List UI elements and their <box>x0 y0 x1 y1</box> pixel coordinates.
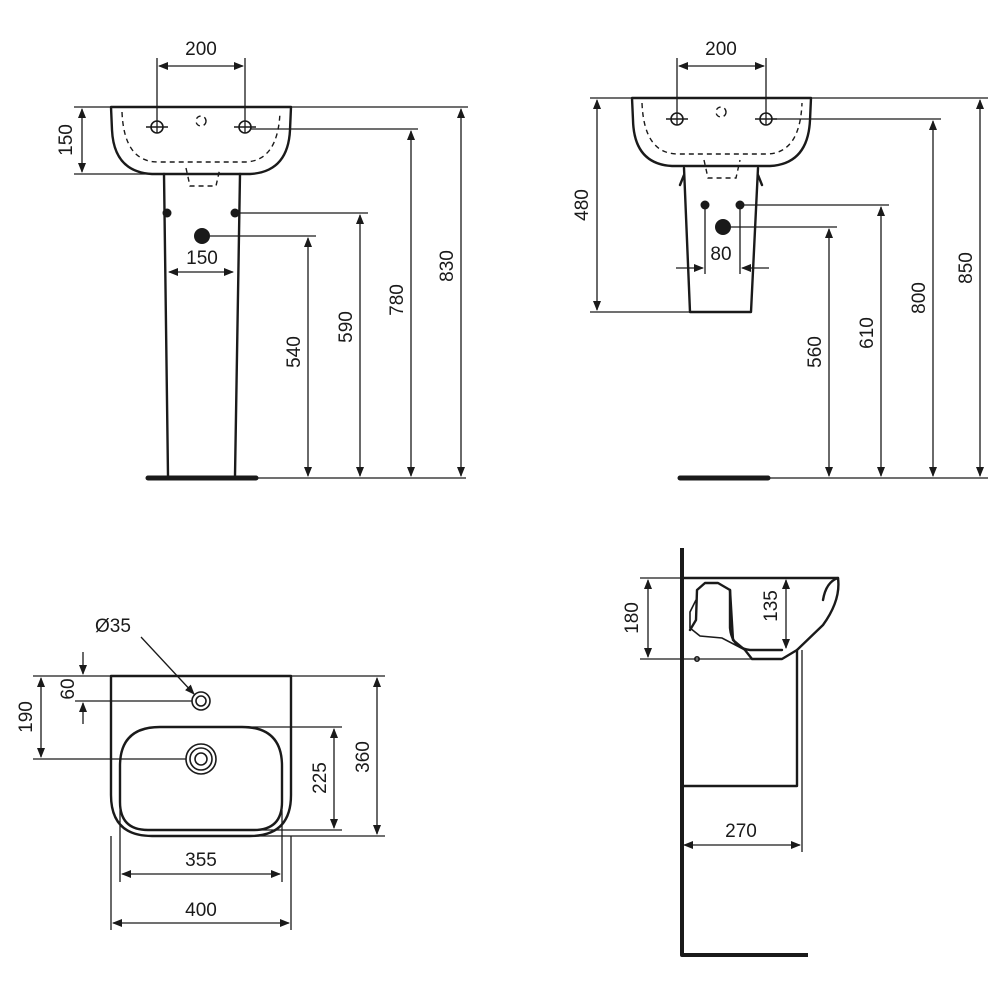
dim-label-waste-offset: 190 <box>16 701 37 733</box>
dim-waste-height: 560 <box>731 226 837 477</box>
dim-tap-height: 780 <box>250 128 418 477</box>
plan-view: Ø35 60 190 225 360 <box>16 616 385 930</box>
dim-label-overall-width: 400 <box>185 900 217 921</box>
dim-label-rim-height: 830 <box>437 250 458 282</box>
dim-label-basin-height: 150 <box>56 124 77 156</box>
waste-outlet <box>715 219 731 235</box>
dim-supply-spacing: 150 <box>168 248 234 276</box>
dim-bowl-depth: 135 <box>761 579 790 649</box>
dim-label-supply-height: 610 <box>857 317 878 349</box>
dim-supply-spacing: 80 <box>676 205 769 274</box>
dim-label-supply-spacing: 80 <box>710 244 731 265</box>
wall-line <box>680 548 808 957</box>
dim-projection: 270 <box>683 650 803 852</box>
dim-label-tap-spacing: 200 <box>705 39 737 60</box>
dim-basin-height: 180 <box>622 577 752 660</box>
dim-label-tap-spacing: 200 <box>185 39 217 60</box>
dim-waste-offset: 190 <box>16 675 186 760</box>
supply-point-left <box>162 208 172 218</box>
dim-overall-width: 400 <box>110 836 292 930</box>
dim-supply-height: 590 <box>239 212 368 477</box>
semi-pedestal-side <box>680 648 799 788</box>
basin-side-profile <box>680 576 840 662</box>
semi-pedestal-front-view: 200 480 80 560 610 <box>572 39 988 481</box>
waste-outlet <box>194 228 210 244</box>
dim-bowl-width: 355 <box>119 810 283 882</box>
dim-label-rim-height: 850 <box>956 252 977 284</box>
dim-waste-height: 540 <box>210 235 316 477</box>
dim-label-tap-hole-offset: 60 <box>58 678 79 699</box>
dim-bowl-depth: 225 <box>242 726 342 831</box>
basin-outline <box>109 105 293 187</box>
waste-outlet <box>185 743 217 775</box>
dim-label-bowl-depth: 225 <box>310 762 331 794</box>
pedestal-front-view: 200 150 150 540 590 780 <box>56 39 468 481</box>
dim-basin-height: 150 <box>56 106 152 175</box>
dim-rim-height: 850 <box>811 97 988 477</box>
dim-label-overall-depth: 360 <box>353 741 374 773</box>
dim-tap-spacing: 200 <box>676 39 767 125</box>
dim-tap-height: 800 <box>771 118 941 477</box>
dim-label-bowl-width: 355 <box>185 850 217 871</box>
supply-point-right <box>230 208 240 218</box>
dim-tap-hole-offset: 60 <box>58 652 192 724</box>
dim-rim-height: 830 <box>291 106 468 477</box>
dim-label-pedestal-drop: 480 <box>572 189 593 221</box>
dim-label-waste-height: 560 <box>805 336 826 368</box>
dim-label-tap-height: 800 <box>909 282 930 314</box>
dim-label-supply-height: 590 <box>336 311 357 343</box>
dim-overall-depth: 360 <box>250 675 385 837</box>
basin-outline <box>630 96 813 179</box>
dim-pedestal-drop: 480 <box>572 97 690 313</box>
pedestal <box>145 172 259 481</box>
tap-hole <box>191 691 211 711</box>
side-view: 180 135 270 <box>622 548 840 957</box>
dim-label-bowl-depth: 135 <box>761 590 782 622</box>
semi-pedestal <box>678 166 764 314</box>
dim-label-supply-spacing: 150 <box>186 248 218 269</box>
dim-supply-height: 610 <box>744 204 889 477</box>
dim-label-waste-height: 540 <box>284 336 305 368</box>
dim-label-basin-height: 180 <box>622 602 643 634</box>
dim-tap-hole-diameter: Ø35 <box>95 616 195 695</box>
dim-label-tap-hole-diameter: Ø35 <box>95 616 131 637</box>
basin-plan-outline <box>109 674 293 838</box>
dim-label-projection: 270 <box>725 821 757 842</box>
dim-tap-spacing: 200 <box>156 39 246 133</box>
dim-label-tap-height: 780 <box>387 284 408 316</box>
